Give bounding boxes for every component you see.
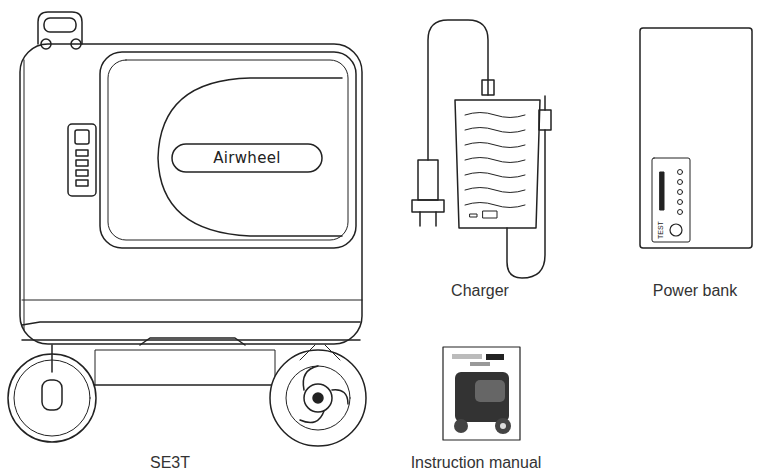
item-label: Instruction manual [411,455,542,471]
item-label: Charger [451,283,509,299]
power-bank-drawing [640,28,752,248]
item-label: SE3T [150,455,190,471]
suitcase-drawing [8,12,366,446]
brand-logo: Airwheel [213,151,280,166]
button-label: TEST [657,221,664,239]
item-label: Power bank [653,283,738,299]
manual-drawing [443,347,520,440]
charger-drawing [412,20,551,278]
